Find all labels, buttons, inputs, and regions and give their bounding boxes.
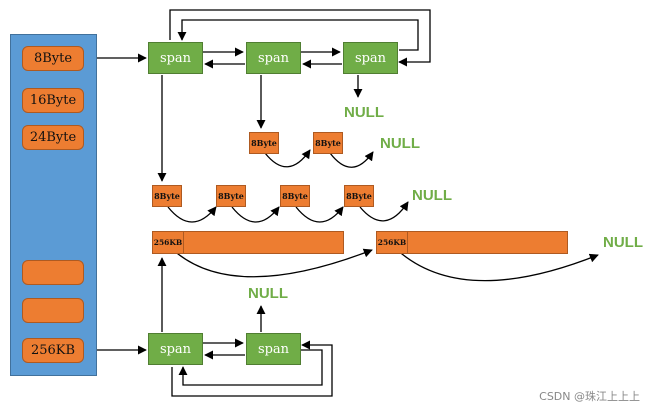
object-next-arrow — [329, 151, 374, 168]
object-next-arrow — [169, 246, 373, 278]
null-terminator: NULL — [380, 135, 420, 152]
object-next-arrow — [264, 149, 311, 168]
size-class-24byte: 24Byte — [22, 125, 84, 150]
large-object-block: 256KB — [376, 231, 568, 254]
large-object-label: 256KB — [377, 232, 408, 253]
size-class-256kb: 256KB — [22, 338, 84, 363]
large-object-block: 256KB — [152, 231, 344, 254]
span-node: span — [246, 333, 301, 365]
object-next-arrow — [167, 206, 217, 223]
size-class-16byte: 16Byte — [22, 88, 84, 113]
span-node: span — [343, 42, 398, 74]
span-node: span — [148, 42, 203, 74]
object-next-arrow — [359, 201, 409, 222]
span-wrap-arrow — [169, 9, 431, 67]
object-block: 8Byte — [249, 132, 279, 154]
size-class-panel — [10, 34, 97, 376]
span-node: span — [148, 333, 203, 365]
object-next-arrow — [295, 206, 344, 223]
size-class-empty — [22, 298, 84, 323]
size-class-empty — [22, 260, 84, 285]
object-block: 8Byte — [216, 185, 246, 207]
size-class-8byte: 8Byte — [22, 46, 84, 71]
watermark: CSDN @珠江上上上 — [539, 390, 640, 403]
span-wrap-arrow — [178, 349, 323, 386]
null-terminator: NULL — [603, 234, 643, 251]
null-terminator: NULL — [344, 104, 384, 121]
null-terminator: NULL — [248, 285, 288, 302]
object-block: 8Byte — [313, 132, 343, 154]
large-object-label: 256KB — [153, 232, 184, 253]
object-next-arrow — [393, 246, 599, 282]
null-terminator: NULL — [412, 187, 452, 204]
object-block: 8Byte — [152, 185, 182, 207]
object-next-arrow — [231, 206, 280, 223]
span-wrap-arrow — [171, 340, 333, 397]
span-node: span — [246, 42, 301, 74]
span-wrap-arrow — [177, 19, 419, 51]
object-block: 8Byte — [280, 185, 310, 207]
object-block: 8Byte — [344, 185, 374, 207]
